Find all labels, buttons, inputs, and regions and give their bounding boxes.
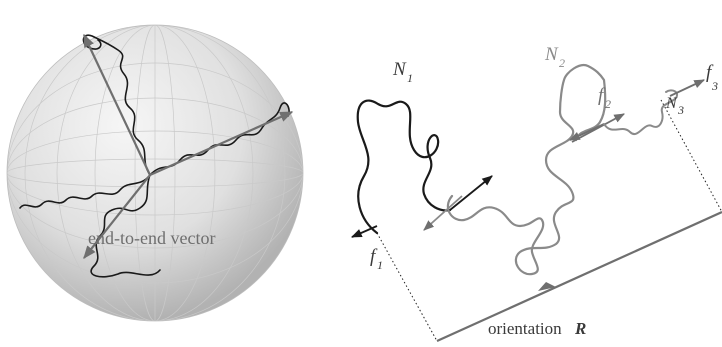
label-N3: N 3	[665, 95, 684, 117]
vector-right	[149, 110, 294, 177]
svg-text:f: f	[370, 246, 378, 267]
segment-2-chain	[446, 64, 607, 276]
label-N1: N 1	[392, 59, 413, 85]
label-N2: N 2	[544, 44, 565, 70]
orientation-arrowhead	[538, 282, 556, 291]
force-f3-arrow	[669, 79, 705, 97]
label-f1: f 1	[370, 246, 383, 272]
vector-up	[83, 33, 151, 176]
orientation-label: orientation R	[488, 319, 586, 338]
label-f3: f 3	[706, 62, 718, 93]
svg-text:2: 2	[605, 97, 611, 111]
end-to-end-vectors	[83, 33, 294, 260]
vector-down	[83, 174, 151, 260]
segment-3-entry-arrow	[569, 123, 605, 141]
svg-text:N: N	[392, 59, 407, 80]
segment-diagram: N 1 f 1 N 2 f 2 N 3 f 3 orientation	[351, 44, 722, 343]
svg-text:N: N	[665, 95, 678, 112]
force-f2-arrow	[571, 113, 625, 143]
svg-text:1: 1	[377, 258, 383, 272]
svg-text:orientation: orientation	[488, 319, 562, 338]
label-f2: f 2	[598, 85, 611, 111]
sphere-label: end-to-end vector	[88, 228, 215, 248]
segment-3-chain	[603, 89, 678, 135]
chain-left	[19, 174, 151, 209]
svg-text:3: 3	[677, 103, 684, 117]
svg-text:f: f	[706, 62, 714, 83]
force-f1-arrow	[351, 225, 378, 238]
chain-down	[90, 174, 161, 278]
segment-1-chain	[356, 99, 452, 235]
svg-text:1: 1	[407, 71, 413, 85]
orientation-vector	[436, 210, 722, 343]
dotted-guides	[376, 99, 722, 342]
svg-text:N: N	[544, 44, 559, 65]
svg-text:f: f	[598, 85, 606, 106]
svg-text:2: 2	[559, 56, 565, 70]
segment-1-exit-arrow	[449, 175, 493, 211]
sphere-group: end-to-end vector	[6, 24, 304, 322]
svg-text:3: 3	[711, 79, 718, 93]
chain-right	[149, 102, 290, 176]
sphere-grid	[7, 25, 303, 321]
svg-text:R: R	[574, 319, 586, 338]
segment-2-entry-arrow	[423, 195, 463, 231]
